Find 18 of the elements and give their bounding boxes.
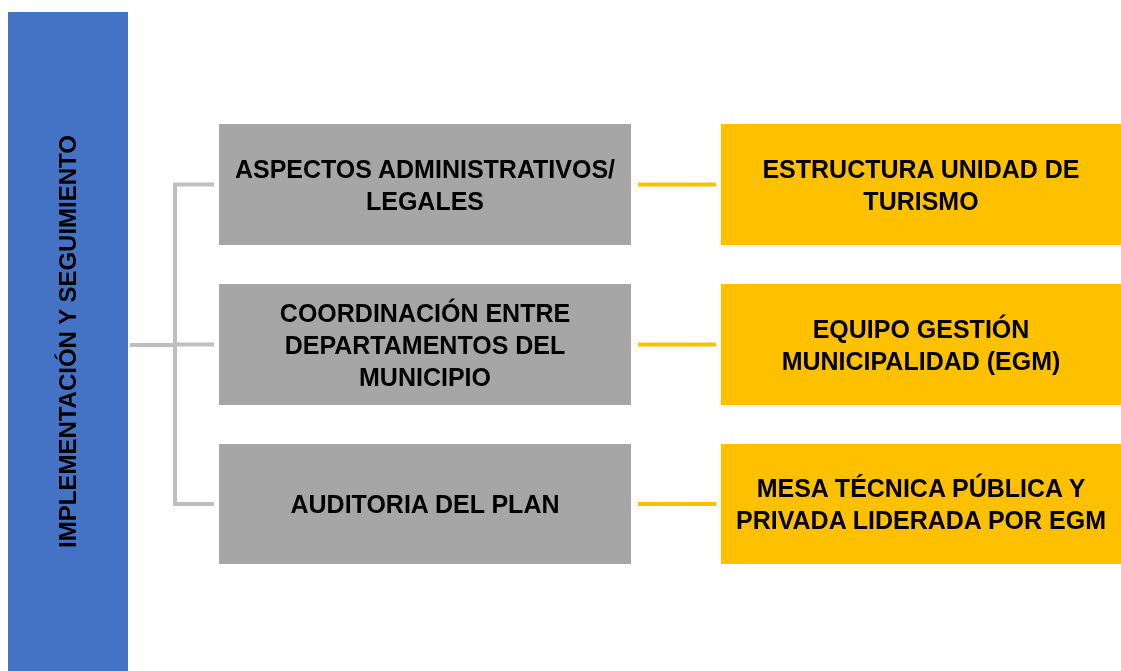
band-title: IMPLEMENTACIÓN Y SEGUIMIENTO — [53, 135, 82, 548]
category-box — [219, 284, 631, 405]
side-band — [8, 12, 128, 671]
box-label: ASPECTOS ADMINISTRATIVOS/ LEGALES — [233, 153, 617, 217]
box-label: MESA TÉCNICA PÚBLICA Y PRIVADA LIDERADA POR EGM — [735, 472, 1107, 536]
connector-line — [638, 182, 716, 187]
box-label: COORDINACIÓN ENTRE DEPARTAMENTOS DEL MUNICIPIO — [278, 297, 572, 393]
box-label: ESTRUCTURA UNIDAD DE TURISMO — [761, 153, 1081, 217]
connector-line — [638, 502, 716, 506]
category-box — [219, 124, 631, 245]
box-label: AUDITORIA DEL PLAN — [289, 489, 561, 520]
connector-line — [638, 342, 716, 347]
connector-line — [130, 343, 214, 506]
result-box — [721, 444, 1121, 564]
result-box — [721, 284, 1121, 405]
category-box — [219, 444, 631, 564]
result-box — [721, 124, 1121, 245]
box-label: EQUIPO GESTIÓN MUNICIPALIDAD (EGM) — [780, 313, 1062, 377]
